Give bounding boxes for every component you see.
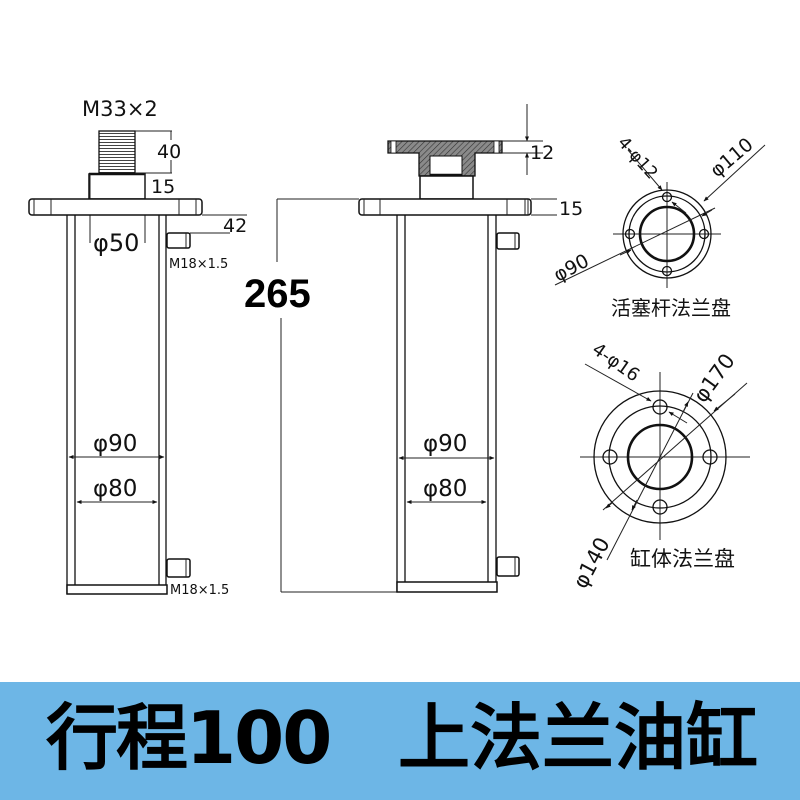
- product-banner: 行程100 上法兰油缸: [0, 682, 800, 800]
- bolt-hole: [702, 449, 718, 465]
- left-bore-inner-dim: φ80: [93, 476, 137, 502]
- cylinder-flange-pcd-dim: φ140: [568, 533, 615, 592]
- port-offset-dim: 42: [223, 215, 247, 237]
- rod-shoulder: [88, 173, 146, 200]
- bolt-hole: [661, 191, 673, 203]
- stroke-length-text: 行程100: [46, 696, 332, 780]
- rod-flange-title: 活塞杆法兰盘: [611, 296, 731, 320]
- port-bottom-spec: M18×1.5: [170, 583, 229, 598]
- oil-port-top: [166, 232, 191, 249]
- middle-bore-inner-dim: φ80: [423, 476, 467, 502]
- rod-flange-thickness-dim: 12: [530, 142, 554, 164]
- base-flange-thickness-dim: 15: [559, 198, 583, 220]
- left-view-cylinder: M33×2 40 15 φ50: [28, 97, 247, 598]
- left-base-flange: [28, 198, 203, 216]
- rod-flange-pcd-dim: φ90: [550, 250, 593, 287]
- product-name-text: 上法兰油缸: [398, 696, 759, 780]
- cylinder-flange-title: 缸体法兰盘: [630, 547, 735, 571]
- thread-length-dim: 40: [157, 141, 181, 163]
- middle-oil-port-bottom: [496, 556, 520, 577]
- port-top-spec: M18×1.5: [169, 257, 228, 272]
- bolt-hole: [602, 449, 618, 465]
- bolt-hole: [661, 265, 673, 277]
- thread-spec-label: M33×2: [82, 97, 158, 121]
- rod-thread: [98, 130, 136, 174]
- cylinder-flange-plan-view: 4-φ16 φ170 φ140 缸体法兰盘: [568, 339, 750, 592]
- cylinder-flange-outer-dim: φ170: [689, 349, 740, 407]
- middle-bore-outer-dim: φ90: [423, 431, 467, 457]
- middle-base-flange: [358, 198, 532, 216]
- bolt-hole: [698, 228, 710, 240]
- rod-flange-plan-view: 4-φ12 φ110 φ90 活塞杆法兰盘: [550, 133, 766, 320]
- bolt-hole: [652, 499, 668, 515]
- overall-length-dim: 265: [244, 272, 311, 316]
- piston-rod: [419, 175, 474, 200]
- rod-flange-outer-dim: φ110: [706, 134, 758, 182]
- left-bore-outer-dim: φ90: [93, 431, 137, 457]
- oil-port-bottom: [166, 558, 191, 578]
- middle-oil-port-top: [496, 232, 520, 250]
- left-end-cap: [66, 584, 168, 595]
- rod-diameter-dim: φ50: [93, 229, 139, 257]
- cylinder-flange-holes-dim: 4-φ16: [588, 339, 643, 386]
- technical-drawing: M33×2 40 15 φ50: [28, 97, 766, 598]
- rod-shoulder-dim: 15: [151, 176, 175, 198]
- rod-flange-holes-dim: 4-φ12: [613, 133, 661, 183]
- bolt-hole: [624, 228, 636, 240]
- middle-end-cap: [396, 581, 498, 593]
- middle-view-cylinder: 12 15 265: [244, 104, 583, 593]
- bolt-hole: [652, 399, 668, 415]
